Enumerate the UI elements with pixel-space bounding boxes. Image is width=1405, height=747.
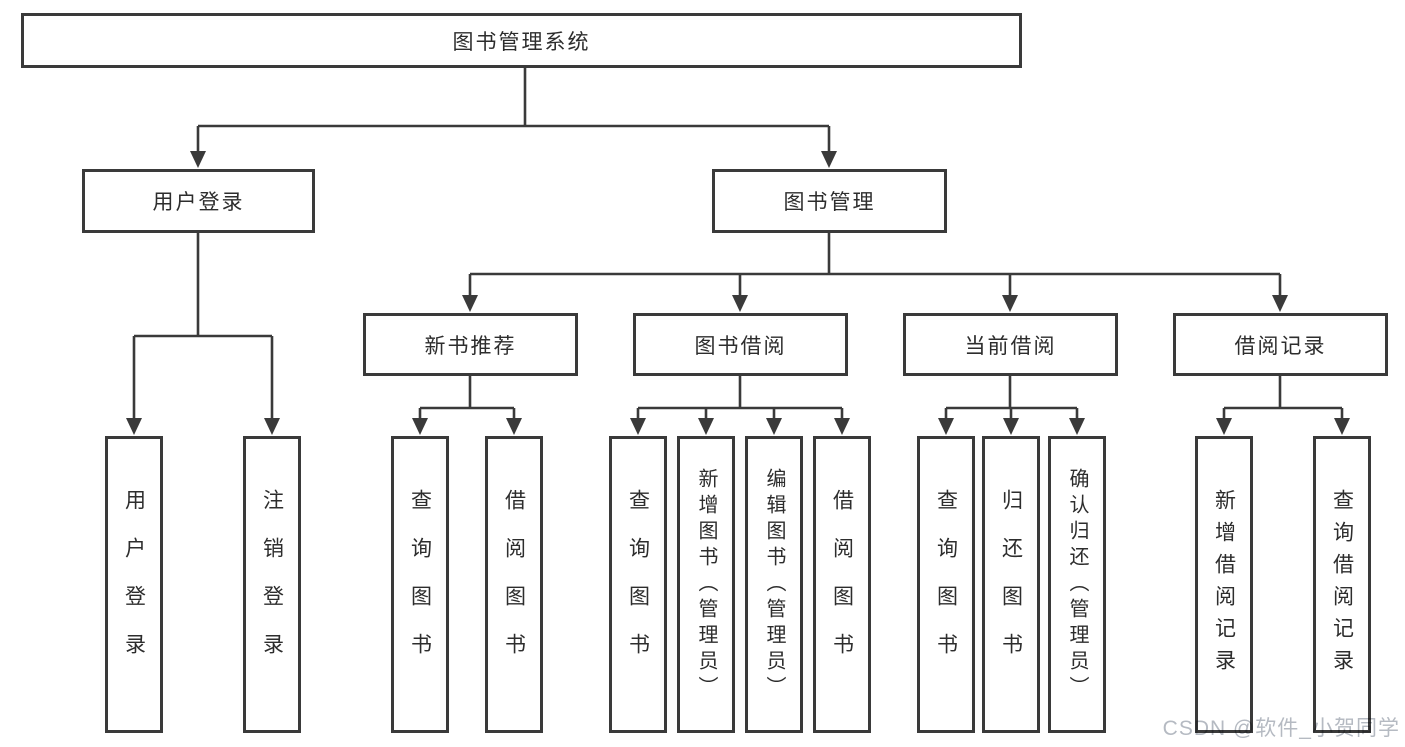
leaf-logout: 注销登录 [243,436,301,733]
leaf-newbooks-borrow-label: 借阅图书 [502,488,526,681]
node-book-management-label: 图书管理 [783,191,876,214]
node-borrowing-records: 借阅记录 [1173,313,1388,376]
leaf-borrow-query: 查询图书 [609,436,667,733]
leaf-current-confirm-return-admin-label: 确认归还（管理员） [1066,467,1088,702]
leaf-records-query: 查询借阅记录 [1313,436,1371,733]
leaf-newbooks-query-label: 查询图书 [408,488,432,681]
node-book-borrowing-label: 图书借阅 [694,334,787,358]
leaf-borrow-book: 借阅图书 [813,436,871,733]
leaf-current-confirm-return-admin: 确认归还（管理员） [1048,436,1106,733]
leaf-current-return: 归还图书 [982,436,1040,733]
leaf-current-return-label: 归还图书 [999,488,1023,681]
node-new-book-recommend-label: 新书推荐 [424,334,517,358]
leaf-borrow-book-label: 借阅图书 [830,488,854,681]
leaf-records-query-label: 查询借阅记录 [1330,488,1354,681]
leaf-borrow-add-admin: 新增图书（管理员） [677,436,735,733]
node-new-book-recommend: 新书推荐 [363,313,578,376]
leaf-records-add-label: 新增借阅记录 [1212,488,1236,681]
node-current-borrowing: 当前借阅 [903,313,1118,376]
leaf-borrow-query-label: 查询图书 [626,488,650,681]
node-root-system: 图书管理系统 [21,13,1022,68]
leaf-newbooks-borrow: 借阅图书 [485,436,543,733]
node-book-management-module: 图书管理 [712,169,947,233]
leaf-borrow-add-admin-label: 新增图书（管理员） [695,467,717,702]
leaf-borrow-edit-admin: 编辑图书（管理员） [745,436,803,733]
leaf-records-add: 新增借阅记录 [1195,436,1253,733]
leaf-user-login: 用户登录 [105,436,163,733]
node-root-label: 图书管理系统 [452,30,591,54]
leaf-user-login-label: 用户登录 [122,488,146,681]
leaf-borrow-edit-admin-label: 编辑图书（管理员） [763,467,785,702]
leaf-current-query: 查询图书 [917,436,975,733]
node-borrowing-records-label: 借阅记录 [1234,334,1327,358]
csdn-watermark: CSDN @软件_小贺同学 [1162,717,1400,740]
node-user-login-module: 用户登录 [82,169,315,233]
node-current-borrowing-label: 当前借阅 [964,334,1057,358]
leaf-logout-label: 注销登录 [260,488,284,681]
node-book-borrowing: 图书借阅 [633,313,848,376]
leaf-newbooks-query: 查询图书 [391,436,449,733]
leaf-current-query-label: 查询图书 [934,488,958,681]
node-user-login-label: 用户登录 [152,191,245,214]
